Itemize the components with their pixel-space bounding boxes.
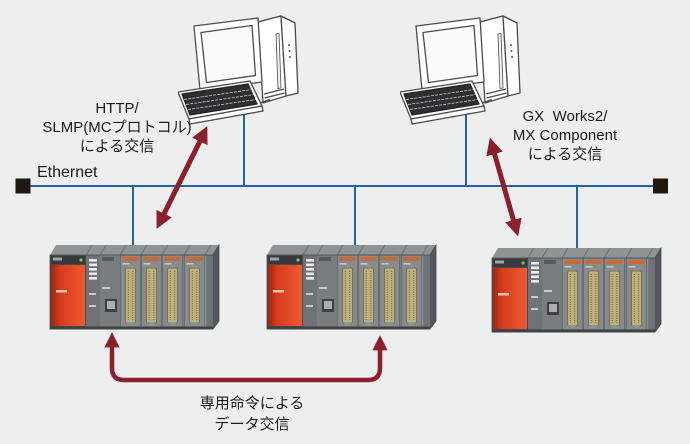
ethernet-label: Ethernet — [37, 164, 98, 181]
left-pc-comm-line3: による交信 — [79, 138, 155, 155]
arrow-pc-left-to-plc1 — [156, 126, 208, 229]
left-pc-comm-label: HTTP/ SLMP(MCプロトコル) による交信 — [37, 99, 197, 156]
plc-comm-line1: 専用命令による — [199, 395, 305, 412]
arrow-pc-right-to-plc3 — [486, 137, 522, 237]
right-pc-comm-line1: GX Works2/ — [522, 108, 608, 125]
right-pc-comm-label: GX Works2/ MX Component による交信 — [483, 107, 647, 164]
plc-comm-label: 専用命令による データ交信 — [172, 393, 332, 435]
drop-lines — [132, 113, 578, 256]
left-pc-comm-line1: HTTP/ — [95, 100, 139, 117]
plc-comm-line2: データ交信 — [214, 416, 290, 433]
bus-terminator-left-icon — [15, 178, 31, 194]
left-pc-comm-line2: SLMP(MCプロトコル) — [42, 119, 192, 136]
right-pc-comm-line3: による交信 — [527, 146, 603, 163]
arrow-plc1-to-plc2 — [104, 332, 388, 383]
right-pc-comm-line2: MX Component — [512, 127, 618, 144]
bus-terminator-right-icon — [653, 178, 668, 194]
